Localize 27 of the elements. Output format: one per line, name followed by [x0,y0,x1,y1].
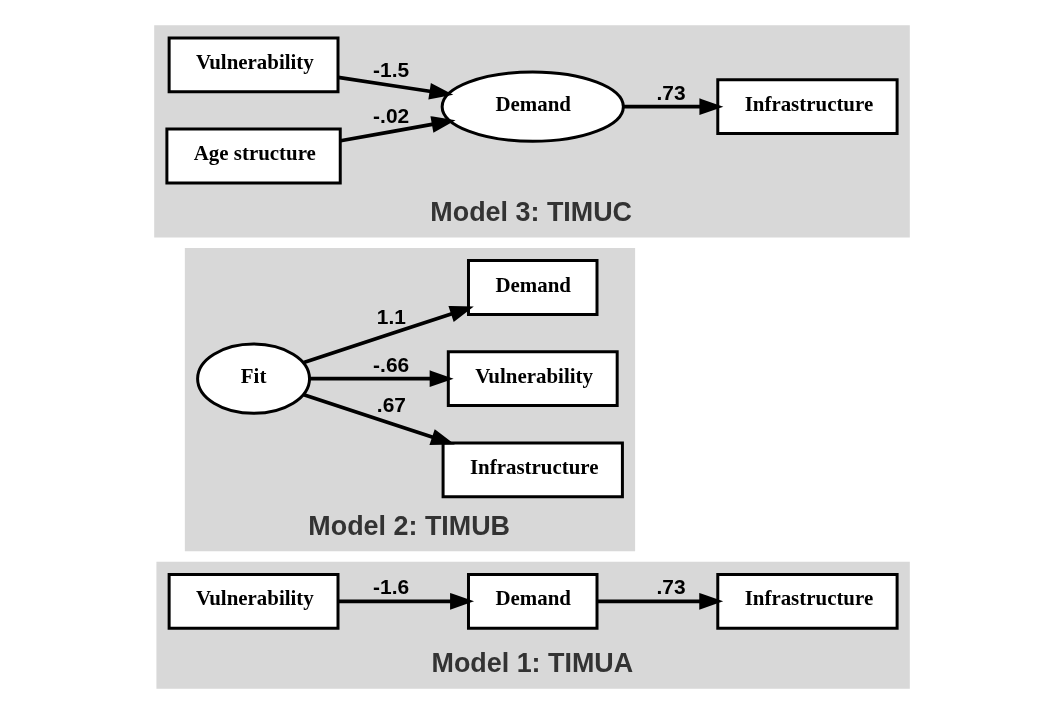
arrow [302,393,455,446]
node-box: Demand [466,259,598,316]
node-box: Infrastructure [715,78,899,136]
node-box: Age structure [164,127,342,185]
edge-label: -.02 [372,104,409,128]
node-box: Vulnerability [167,572,339,630]
arrow [302,306,474,365]
node-ellipse: Fit [195,342,311,415]
arrow [339,116,455,143]
node-box: Infrastructure [715,572,899,630]
node-box: Infrastructure [441,441,624,499]
arrow [337,75,453,100]
node-box: Vulnerability [167,36,339,94]
arrow [623,98,723,116]
arrow [337,592,474,610]
node-ellipse: Demand [440,70,625,143]
arrow [309,370,454,388]
node-box: Vulnerability [446,350,619,408]
edge-label: -1.5 [372,58,409,82]
edge-label: .67 [376,392,406,416]
edge-label: 1.1 [376,304,406,328]
edge-label: -.66 [372,352,409,376]
node-box: Demand [466,572,598,630]
edge-label: -1.6 [372,575,409,599]
arrow [596,592,723,610]
edge-label: .73 [656,80,686,104]
edge-label: .73 [656,575,686,599]
